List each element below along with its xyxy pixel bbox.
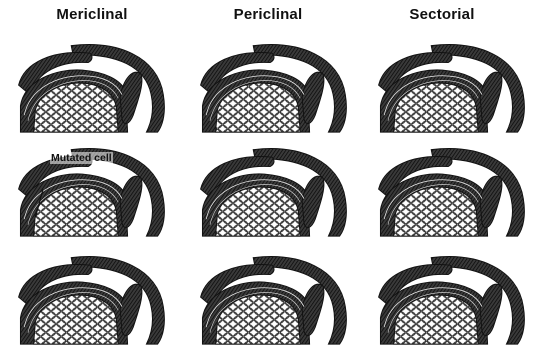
apex-periclinal-row3	[192, 252, 352, 346]
apex-sectorial-row3	[370, 252, 530, 346]
apex-periclinal-row2	[192, 144, 352, 238]
apex-periclinal-row1	[192, 40, 352, 134]
column-title-periclinal: Periclinal	[188, 6, 348, 23]
mutated-cell-label: Mutated cell	[50, 152, 113, 164]
column-title-sectorial: Sectorial	[362, 6, 522, 23]
apex-sectorial-row1	[370, 40, 530, 134]
column-title-mericlinal: Mericlinal	[12, 6, 172, 23]
apex-sectorial-row2	[370, 144, 530, 238]
apex-mericlinal-row1	[10, 40, 170, 134]
apex-mericlinal-row3	[10, 252, 170, 346]
